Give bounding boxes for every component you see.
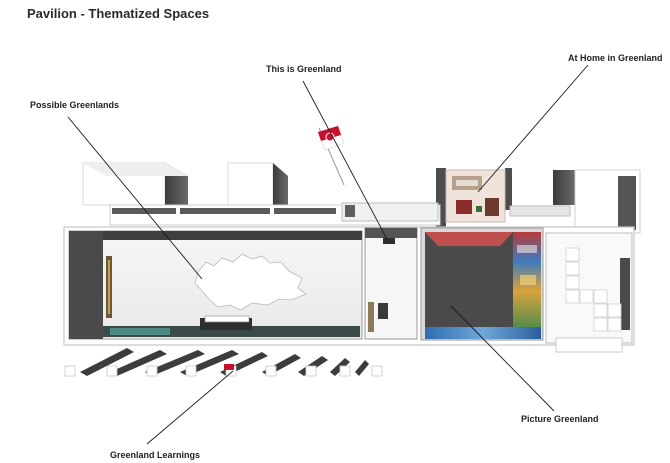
leader-lines: [67, 64, 589, 445]
label-greenland-learnings: Greenland Learnings: [110, 450, 201, 460]
leader-at-home-in-greenland: [477, 64, 589, 193]
leader-this-is-greenland: [302, 80, 389, 242]
label-at-home-in-greenland: At Home in Greenland: [568, 53, 663, 63]
label-picture-greenland: Picture Greenland: [521, 414, 599, 424]
greenland-map-shape: [194, 253, 307, 311]
leader-possible-greenlands: [67, 116, 203, 280]
upper-volumes: [82, 162, 641, 234]
leader-greenland-learnings: [146, 370, 234, 445]
label-this-is-greenland: This is Greenland: [266, 64, 342, 74]
terrace-fins: [80, 348, 369, 376]
page-title: Pavilion - Thematized Spaces: [27, 6, 210, 21]
label-possible-greenlands: Possible Greenlands: [30, 100, 120, 110]
main-building: [63, 226, 635, 353]
greenland-flag: [317, 125, 345, 186]
leader-picture-greenland: [450, 305, 555, 412]
at-home-room: [445, 169, 506, 223]
